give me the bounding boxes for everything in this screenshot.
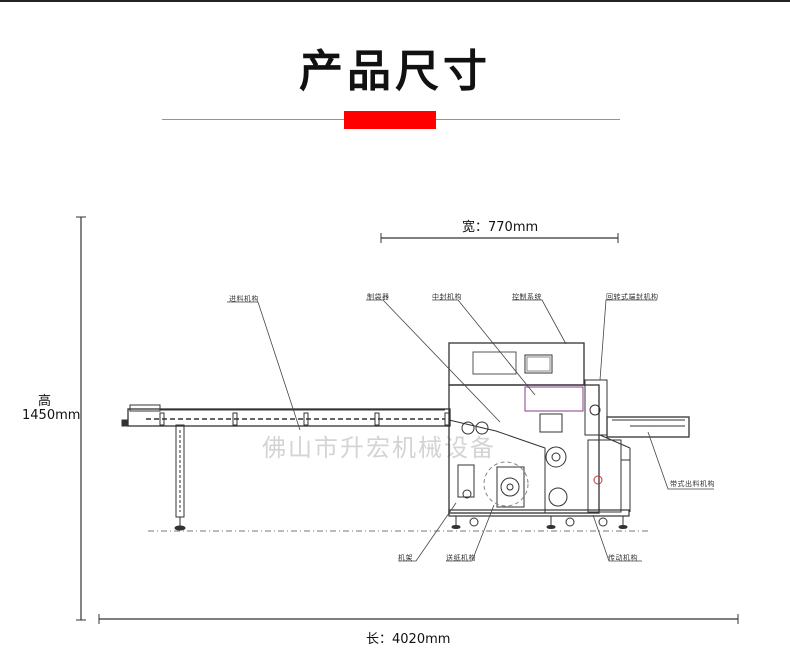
callout-control-system: 控制系统 — [512, 293, 542, 301]
length-dimension-line — [98, 614, 739, 624]
height-dimension-value: 1450mm — [22, 408, 81, 423]
height-dimension-char: 高 — [38, 394, 52, 409]
callout-bag-former: 制袋器 — [367, 293, 390, 301]
width-dimension-line — [380, 233, 619, 243]
width-dimension-label: 宽：770mm — [462, 220, 539, 235]
callout-center-seal: 中封机构 — [432, 293, 462, 301]
callout-belt-discharge: 带式出料机构 — [670, 480, 715, 488]
callout-drive-mechanism: 传动机构 — [608, 554, 638, 562]
height-dimension-line — [76, 216, 86, 621]
feed-conveyor — [121, 404, 451, 531]
top-border — [0, 0, 790, 2]
length-dimension-label: 长：4020mm — [366, 632, 451, 647]
callout-film-feed: 送纸机构 — [446, 554, 476, 562]
watermark: 佛山市升宏机械设备 — [262, 434, 496, 462]
page-title: 产品尺寸 — [299, 46, 491, 97]
callout-frame: 机架 — [398, 554, 413, 562]
title-accent-bar — [344, 111, 436, 129]
discharge-belt — [606, 416, 690, 438]
callout-leaders — [227, 299, 714, 562]
callout-feed-mechanism: 进料机构 — [229, 295, 259, 303]
callout-rotary-end-seal: 回转式端封机构 — [606, 293, 659, 301]
machine-body — [448, 342, 631, 529]
